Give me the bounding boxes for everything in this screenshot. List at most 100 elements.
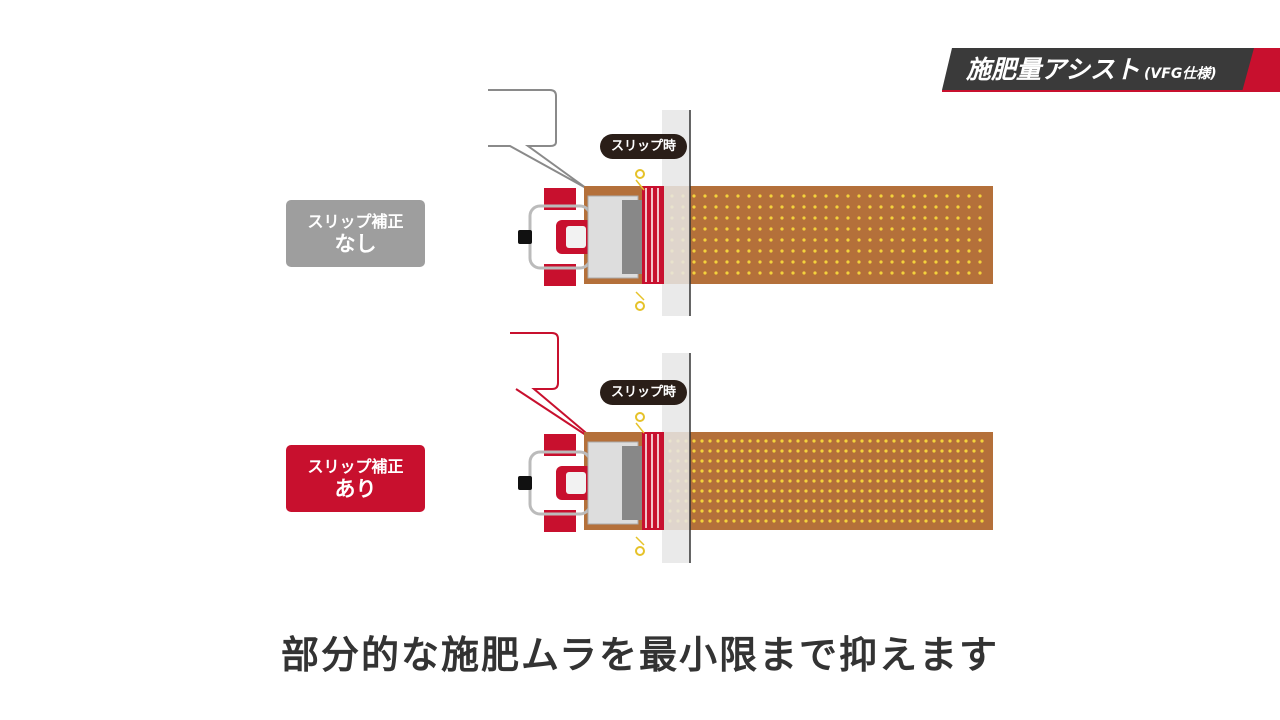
fertilizer-dot: [714, 260, 718, 264]
scene-with-correction-art: [510, 332, 993, 563]
fertilizer-dot: [964, 489, 968, 493]
fertilizer-dot: [769, 227, 773, 231]
fertilizer-dot: [844, 459, 848, 463]
fertilizer-dot: [788, 479, 792, 483]
fertilizer-dot: [828, 499, 832, 503]
title-text: 施肥量アシスト(VFG仕様): [966, 52, 1217, 88]
fertilizer-dot: [924, 509, 928, 513]
fertilizer-dot: [756, 469, 760, 473]
fertilizer-dot: [978, 205, 982, 209]
fertilizer-dot: [835, 194, 839, 198]
fertilizer-dot: [868, 469, 872, 473]
fertilizer-dot: [714, 194, 718, 198]
fertilizer-dot: [857, 260, 861, 264]
fertilizer-dot: [748, 439, 752, 443]
fertilizer-dot: [772, 519, 776, 523]
fertilizer-dot: [764, 489, 768, 493]
fertilizer-dot: [740, 459, 744, 463]
fertilizer-dot: [708, 469, 712, 473]
fertilizer-dot: [802, 205, 806, 209]
fertilizer-dot: [860, 439, 864, 443]
fertilizer-dot: [916, 439, 920, 443]
fertilizer-dot: [908, 509, 912, 513]
fertilizer-dot: [764, 459, 768, 463]
fertilizer-dot: [812, 509, 816, 513]
fertilizer-dot: [796, 519, 800, 523]
fertilizer-dot: [813, 194, 817, 198]
fertilizer-dot: [692, 499, 696, 503]
fertilizer-dot: [972, 499, 976, 503]
fertilizer-dot: [932, 459, 936, 463]
fertilizer-dot: [796, 489, 800, 493]
fertilizer-dot: [772, 469, 776, 473]
fertilizer-dot: [967, 205, 971, 209]
fertilizer-dot: [852, 479, 856, 483]
fertilizer-dot: [924, 489, 928, 493]
fertilizer-dot: [945, 271, 949, 275]
fertilizer-dot: [890, 238, 894, 242]
fertilizer-dot: [725, 194, 729, 198]
fertilizer-dot: [932, 509, 936, 513]
fertilizer-dot: [912, 216, 916, 220]
fertilizer-dot: [852, 459, 856, 463]
fertilizer-dot: [876, 509, 880, 513]
fertilizer-dot: [780, 249, 784, 253]
fertilizer-dot: [892, 509, 896, 513]
fertilizer-dot: [934, 205, 938, 209]
fertilizer-dot: [791, 216, 795, 220]
fertilizer-dot: [700, 499, 704, 503]
fertilizer-dot: [890, 249, 894, 253]
fertilizer-dot: [708, 449, 712, 453]
fertilizer-dot: [844, 499, 848, 503]
fertilizer-dot: [747, 260, 751, 264]
fertilizer-dot: [716, 509, 720, 513]
fertilizer-dot: [804, 509, 808, 513]
fertilizer-dot: [901, 194, 905, 198]
fertilizer-dot: [747, 238, 751, 242]
fertilizer-dot: [732, 489, 736, 493]
fertilizer-dot: [703, 238, 707, 242]
fertilizer-dot: [748, 499, 752, 503]
fertilizer-dot: [980, 469, 984, 473]
fertilizer-dot: [876, 499, 880, 503]
fertilizer-dot: [912, 260, 916, 264]
fertilizer-dot: [780, 216, 784, 220]
fertilizer-dot: [956, 238, 960, 242]
fertilizer-dot: [835, 216, 839, 220]
fertilizer-dot: [956, 227, 960, 231]
fertilizer-dot: [756, 479, 760, 483]
fertilizer-dot: [788, 509, 792, 513]
fertilizer-dot: [796, 459, 800, 463]
fertilizer-dot: [716, 449, 720, 453]
fertilizer-dot: [758, 238, 762, 242]
fertilizer-dot: [908, 499, 912, 503]
fertilizer-dot: [912, 205, 916, 209]
fertilizer-dot: [732, 499, 736, 503]
fertilizer-dot: [978, 194, 982, 198]
fertilizer-dot: [923, 194, 927, 198]
fertilizer-dot: [956, 194, 960, 198]
fertilizer-dot: [820, 509, 824, 513]
fertilizer-dot: [835, 227, 839, 231]
fertilizer-dot: [876, 479, 880, 483]
fertilizer-dot: [791, 271, 795, 275]
fertilizer-dot: [716, 489, 720, 493]
fertilizer-dot: [824, 194, 828, 198]
fertilizer-dot: [812, 489, 816, 493]
fertilizer-dot: [876, 519, 880, 523]
fertilizer-dot: [791, 194, 795, 198]
fertilizer-dot: [844, 489, 848, 493]
fertilizer-dot: [708, 499, 712, 503]
fertilizer-dot: [732, 439, 736, 443]
fertilizer-dot: [912, 194, 916, 198]
fertilizer-dot: [908, 489, 912, 493]
fertilizer-dot: [879, 271, 883, 275]
fertilizer-dot: [724, 509, 728, 513]
fertilizer-dot: [747, 227, 751, 231]
fertilizer-dot: [940, 439, 944, 443]
fertilizer-dot: [780, 271, 784, 275]
fertilizer-dot: [852, 489, 856, 493]
fertilizer-dot: [978, 216, 982, 220]
fertilizer-dot: [828, 509, 832, 513]
fertilizer-dot: [802, 238, 806, 242]
